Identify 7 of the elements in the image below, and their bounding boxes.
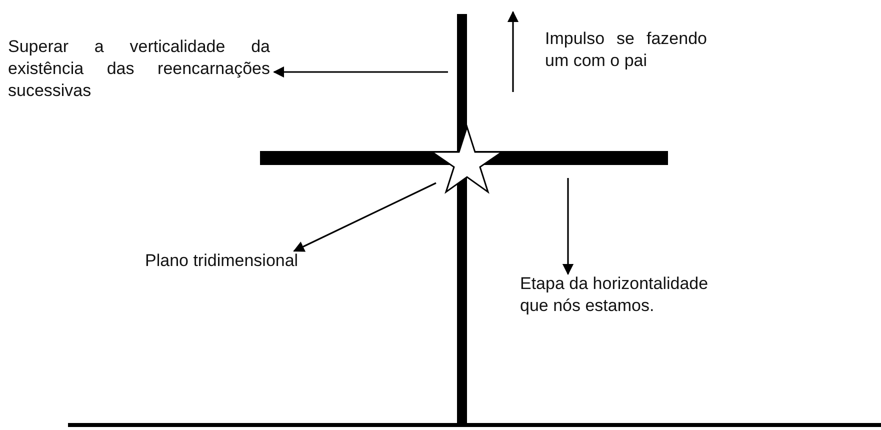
arrow — [293, 182, 436, 252]
arrow — [272, 66, 448, 78]
annotation-text: Superar a verticalidade da existência das reencarnações sucessivas — [8, 36, 270, 102]
arrow — [562, 178, 574, 276]
annotation-text: Etapa da horizontalidade que nós estamos. — [520, 273, 710, 317]
annotation-text: Plano tridimensional — [145, 250, 298, 272]
annotation-text: Impulso se fazendo um com o pai — [545, 28, 707, 72]
